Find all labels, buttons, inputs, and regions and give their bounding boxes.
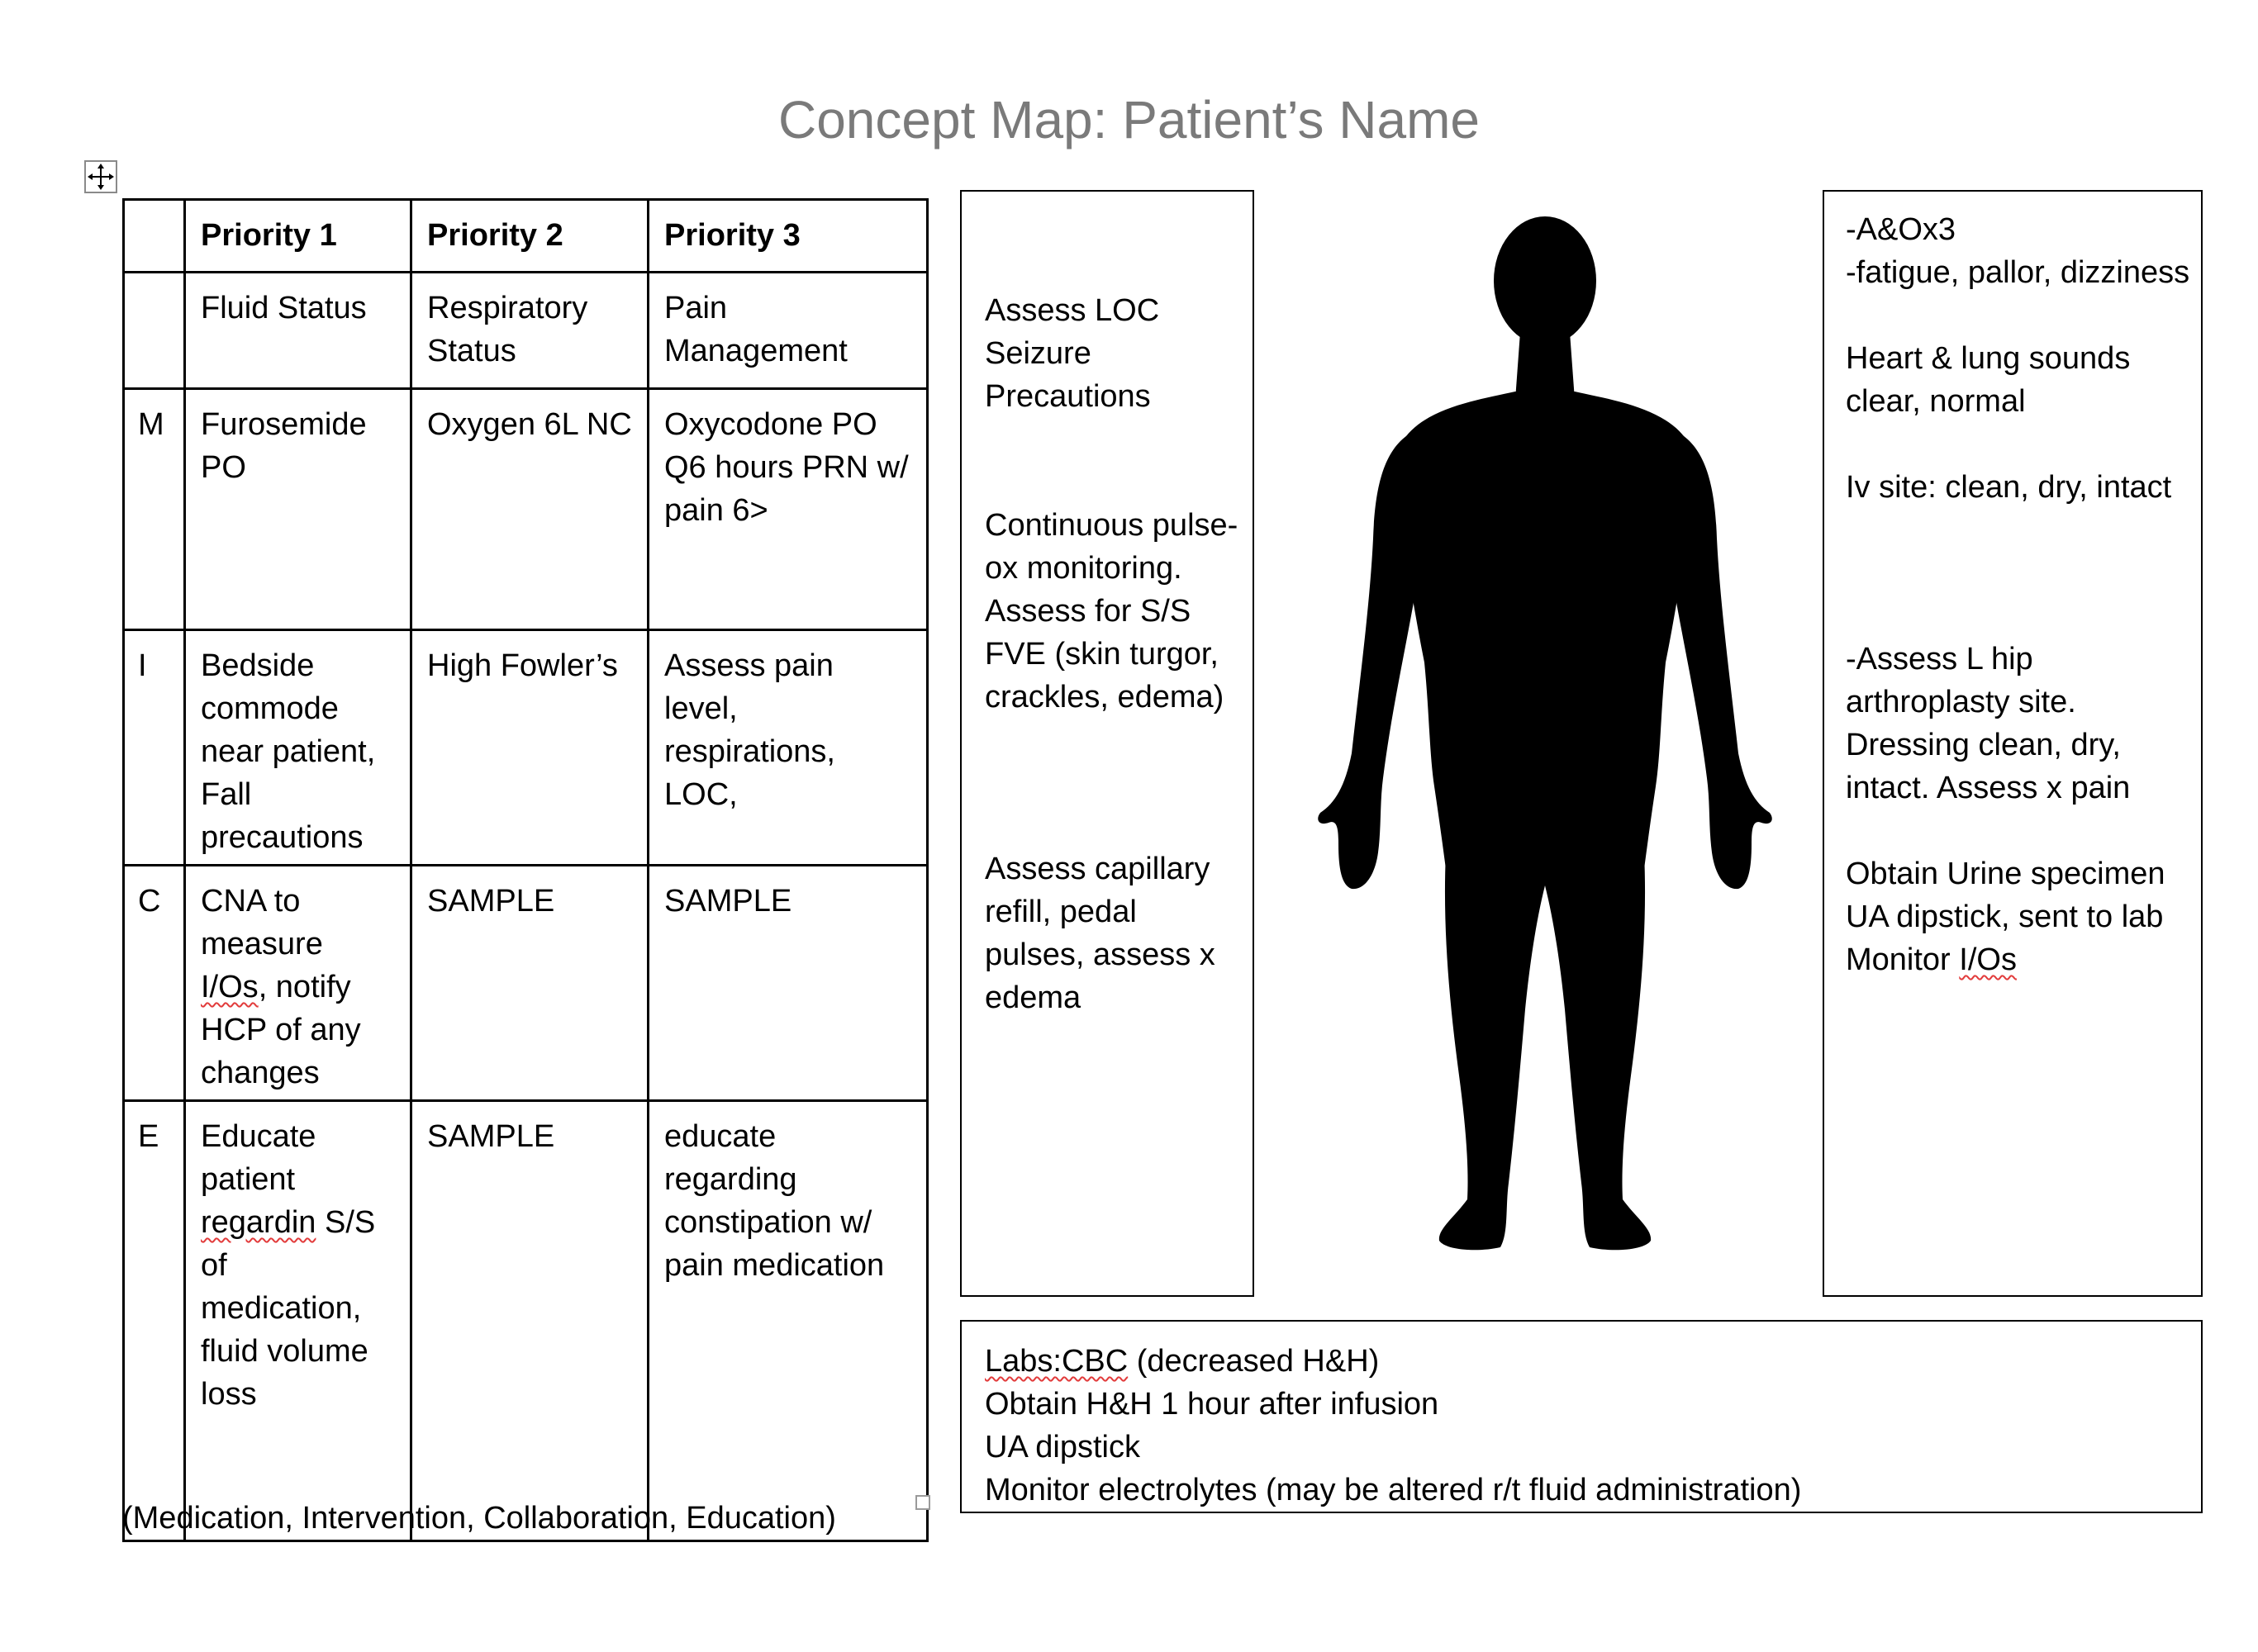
table-cell: CNA to measure I/Os, notify HCP of any c… — [183, 864, 412, 1102]
table-cell: Furosemide PO — [183, 387, 412, 631]
labs-box: Labs:CBC (decreased H&H) Obtain H&H 1 ho… — [960, 1320, 2203, 1513]
table-cell: Educate patient regardin S/S of medicati… — [183, 1099, 412, 1542]
left-assessment-box: Assess LOC Seizure Precautions Continuou… — [960, 190, 1254, 1297]
labs-line: Obtain H&H 1 hour after infusion — [985, 1387, 1439, 1422]
right-note: Iv site: clean, dry, intact — [1846, 470, 2172, 505]
row-label-c: C — [122, 864, 186, 1102]
right-note: Heart & lung sounds clear, normal — [1846, 341, 2131, 419]
table-cell: Assess pain level, respirations, LOC, — [647, 629, 929, 866]
table-cell: Bedside commode near patient, Fall preca… — [183, 629, 412, 866]
spellcheck-word: regardin — [201, 1205, 316, 1240]
labs-line: Labs:CBC (decreased H&H) — [985, 1340, 2193, 1383]
right-note: UA dipstick, sent to lab — [1846, 900, 2164, 934]
focus-respiratory-status: Respiratory Status — [410, 271, 649, 390]
left-note: Continuous pulse-ox monitoring. — [985, 508, 1238, 586]
table-caption: (Medication, Intervention, Collaboration… — [122, 1501, 836, 1536]
table-corner-cell — [122, 198, 186, 273]
table-cell: SAMPLE — [410, 1099, 649, 1542]
right-note-prefix: Monitor — [1846, 942, 1960, 977]
left-note: Assess for S/S FVE (skin turgor, crackle… — [985, 594, 1224, 714]
table-focus-row: Fluid Status Respiratory Status Pain Man… — [122, 271, 929, 390]
right-note: -fatigue, pallor, dizziness — [1846, 255, 2190, 290]
human-silhouette-icon — [1314, 216, 1776, 1257]
focus-row-label — [122, 271, 186, 390]
spellcheck-word: I/Os — [1959, 942, 2017, 977]
row-label-e: E — [122, 1099, 186, 1542]
right-note: Monitor I/Os — [1846, 938, 2193, 981]
spellcheck-word: I/Os — [201, 970, 259, 1004]
table-header-row: Priority 1 Priority 2 Priority 3 — [122, 198, 929, 273]
labs-line: Monitor electrolytes (may be altered r/t… — [985, 1473, 1802, 1507]
table-cell: High Fowler’s — [410, 629, 649, 866]
header-priority-3: Priority 3 — [647, 198, 929, 273]
header-priority-2: Priority 2 — [410, 198, 649, 273]
labs-line-rest: (decreased H&H) — [1128, 1344, 1380, 1379]
right-note: -Assess L hip arthroplasty site. Dressin… — [1846, 642, 2131, 805]
table-row-intervention: I Bedside commode near patient, Fall pre… — [122, 629, 929, 866]
left-note: Seizure Precautions — [985, 336, 1151, 414]
row-label-m: M — [122, 387, 186, 631]
move-arrows-icon[interactable] — [84, 160, 117, 193]
spellcheck-word: Labs:CBC — [985, 1344, 1129, 1379]
resize-square-icon[interactable] — [915, 1495, 930, 1510]
table-cell: Oxycodone PO Q6 hours PRN w/ pain 6> — [647, 387, 929, 631]
table-cell: Oxygen 6L NC — [410, 387, 649, 631]
left-note: Assess capillary refill, pedal pulses, a… — [985, 852, 1215, 1015]
focus-fluid-status: Fluid Status — [183, 271, 412, 390]
table-cell: educate regarding constipation w/ pain m… — [647, 1099, 929, 1542]
right-note: Obtain Urine specimen — [1846, 857, 2165, 891]
focus-pain-management: Pain Management — [647, 271, 929, 390]
page-title: Concept Map: Patient’s Name — [777, 90, 1481, 150]
left-note: Assess LOC — [985, 293, 1160, 328]
right-assessment-box: -A&Ox3 -fatigue, pallor, dizziness Heart… — [1823, 190, 2203, 1297]
mice-priority-table: Priority 1 Priority 2 Priority 3 Fluid S… — [122, 198, 929, 1542]
table-row-medication: M Furosemide PO Oxygen 6L NC Oxycodone P… — [122, 387, 929, 631]
right-note: -A&Ox3 — [1846, 212, 1956, 247]
table-row-education: E Educate patient regardin S/S of medica… — [122, 1099, 929, 1542]
labs-line: UA dipstick — [985, 1430, 1140, 1464]
header-priority-1: Priority 1 — [183, 198, 412, 273]
row-label-i: I — [122, 629, 186, 866]
table-cell: SAMPLE — [647, 864, 929, 1102]
table-row-collaboration: C CNA to measure I/Os, notify HCP of any… — [122, 864, 929, 1102]
table-cell: SAMPLE — [410, 864, 649, 1102]
